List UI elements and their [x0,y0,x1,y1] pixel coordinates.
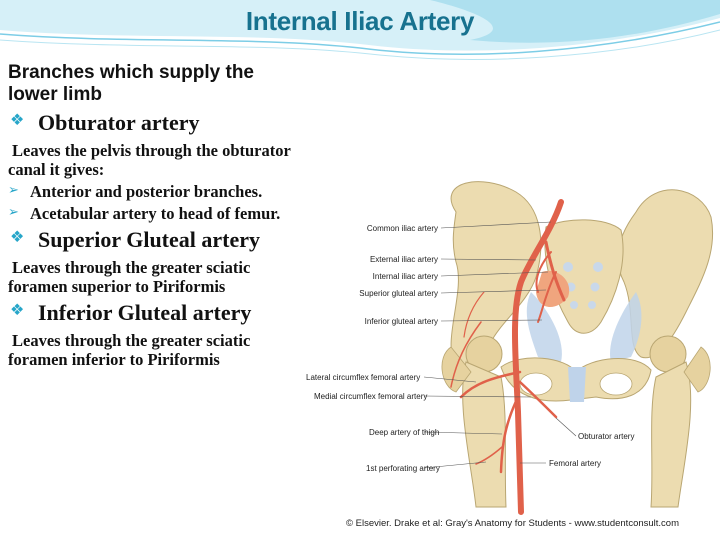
obturator-heading: Obturator artery [38,110,200,135]
figure-label-right: Femoral artery [549,459,601,468]
figure-label-left: Common iliac artery [367,224,438,233]
inferior-gluteal-heading: Inferior Gluteal artery [38,300,252,325]
pelvis-anatomy-figure: Common iliac artery External iliac arter… [306,172,718,532]
superior-gluteal-description: Leaves through the greater sciatic foram… [8,258,251,296]
figure-label-left: 1st perforating artery [366,464,440,473]
figure-label-left: Lateral circumflex femoral artery [306,373,420,382]
figure-label-left: External iliac artery [370,255,438,264]
figure-label-left: Deep artery of thigh [369,428,439,437]
obturator-description: Leaves the pelvis through the obturator … [8,141,291,179]
superior-gluteal-heading-row: ❖ Superior Gluteal artery [8,227,304,252]
subheading: Branches which supply the lower limb [8,62,254,105]
obturator-heading-row: ❖ Obturator artery [8,110,304,135]
slide-title: Internal Iliac Artery [245,6,475,36]
arrow-bullet-icon: ➢ [8,204,19,219]
inferior-gluteal-heading-row: ❖ Inferior Gluteal artery [8,300,304,325]
figure-label-right: Obturator artery [578,432,634,441]
diamond-bullet-icon: ❖ [10,229,25,246]
superior-gluteal-heading: Superior Gluteal artery [38,227,260,252]
diamond-bullet-icon: ❖ [10,302,25,319]
figure-label-left: Inferior gluteal artery [365,317,438,326]
label-leader-lines [423,221,577,469]
content-column: Branches which supply the lower limb ❖ O… [8,62,304,369]
pelvis-bones [441,181,714,508]
obturator-item: Anterior and posterior branches. [30,182,263,201]
obturator-item: Acetabular artery to head of femur. [30,204,281,223]
figure-label-left: Medial circumflex femoral artery [314,392,427,401]
obturator-item-row: ➢ Acetabular artery to head of femur. [8,204,304,223]
figure-label-left: Superior gluteal artery [359,289,438,298]
header-wave-decoration [0,0,720,60]
obturator-item-row: ➢ Anterior and posterior branches. [8,182,304,201]
diamond-bullet-icon: ❖ [10,112,25,129]
inferior-gluteal-description: Leaves through the greater sciatic foram… [8,331,251,369]
figure-copyright: © Elsevier. Drake et al: Gray's Anatomy … [346,518,679,529]
figure-label-left: Internal iliac artery [373,272,438,281]
arrow-bullet-icon: ➢ [8,182,19,197]
artery-paths [450,199,566,515]
